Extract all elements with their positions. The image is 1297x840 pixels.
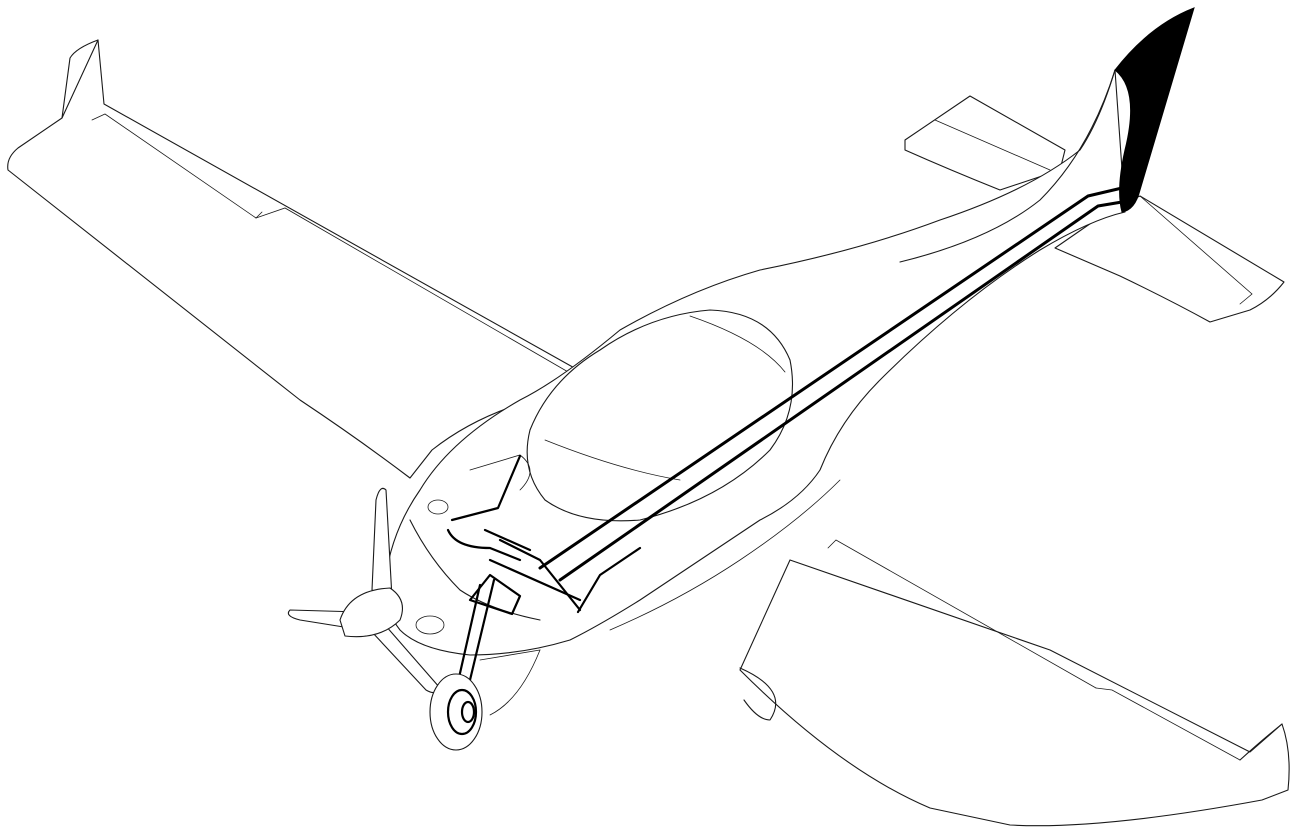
- canopy: [526, 309, 793, 522]
- cable-right: [576, 546, 642, 614]
- right-wing-fairing: [739, 667, 777, 721]
- right-elevator-hinge: [1139, 195, 1253, 305]
- steering-linkage: [468, 573, 522, 616]
- right-stabilizer: [1054, 195, 1285, 323]
- left-winglet: [61, 39, 99, 119]
- control-cable-run: [446, 186, 1124, 614]
- steering-arm-2: [483, 528, 532, 552]
- fin-leading-edge: [899, 69, 1116, 263]
- rudder: [1114, 7, 1195, 213]
- right-wing-outline: [739, 559, 1290, 827]
- gear-fairing: [479, 649, 541, 716]
- right-winglet: [1239, 723, 1283, 761]
- horizontal-stabilizer: [904, 95, 1285, 323]
- left-wing: [7, 39, 583, 479]
- cowling-inlet: [415, 615, 445, 635]
- cable-branch: [450, 454, 522, 522]
- right-wing: [739, 539, 1290, 827]
- spinner: [339, 587, 403, 638]
- nose-gear: [429, 528, 582, 751]
- left-flap-hinge: [255, 207, 583, 381]
- pedal-bar: [488, 558, 582, 602]
- left-elevator-hinge: [934, 119, 1051, 171]
- cable-to-pedal: [446, 528, 522, 562]
- nose-wheel-hub: [446, 688, 478, 736]
- cable-lower: [558, 200, 1124, 582]
- nose-wheel-rim: [460, 700, 476, 724]
- fuselage: [384, 69, 1126, 656]
- propeller-blade-top: [371, 487, 393, 599]
- nose-gear-strut: [468, 578, 496, 682]
- rudder-fill: [1114, 7, 1195, 213]
- left-wing-outline: [7, 39, 579, 479]
- left-wing-panel-line: [255, 211, 263, 219]
- right-flap-hinge: [827, 539, 1097, 689]
- fuselage-belly-line: [609, 479, 841, 631]
- left-aileron-hinge: [91, 113, 257, 219]
- right-aileron-hinge: [1095, 687, 1241, 761]
- canopy-frame: [689, 315, 786, 373]
- canopy-frame-2: [544, 439, 681, 481]
- cowling-inlet-2: [427, 499, 449, 515]
- cable-upper: [538, 186, 1124, 570]
